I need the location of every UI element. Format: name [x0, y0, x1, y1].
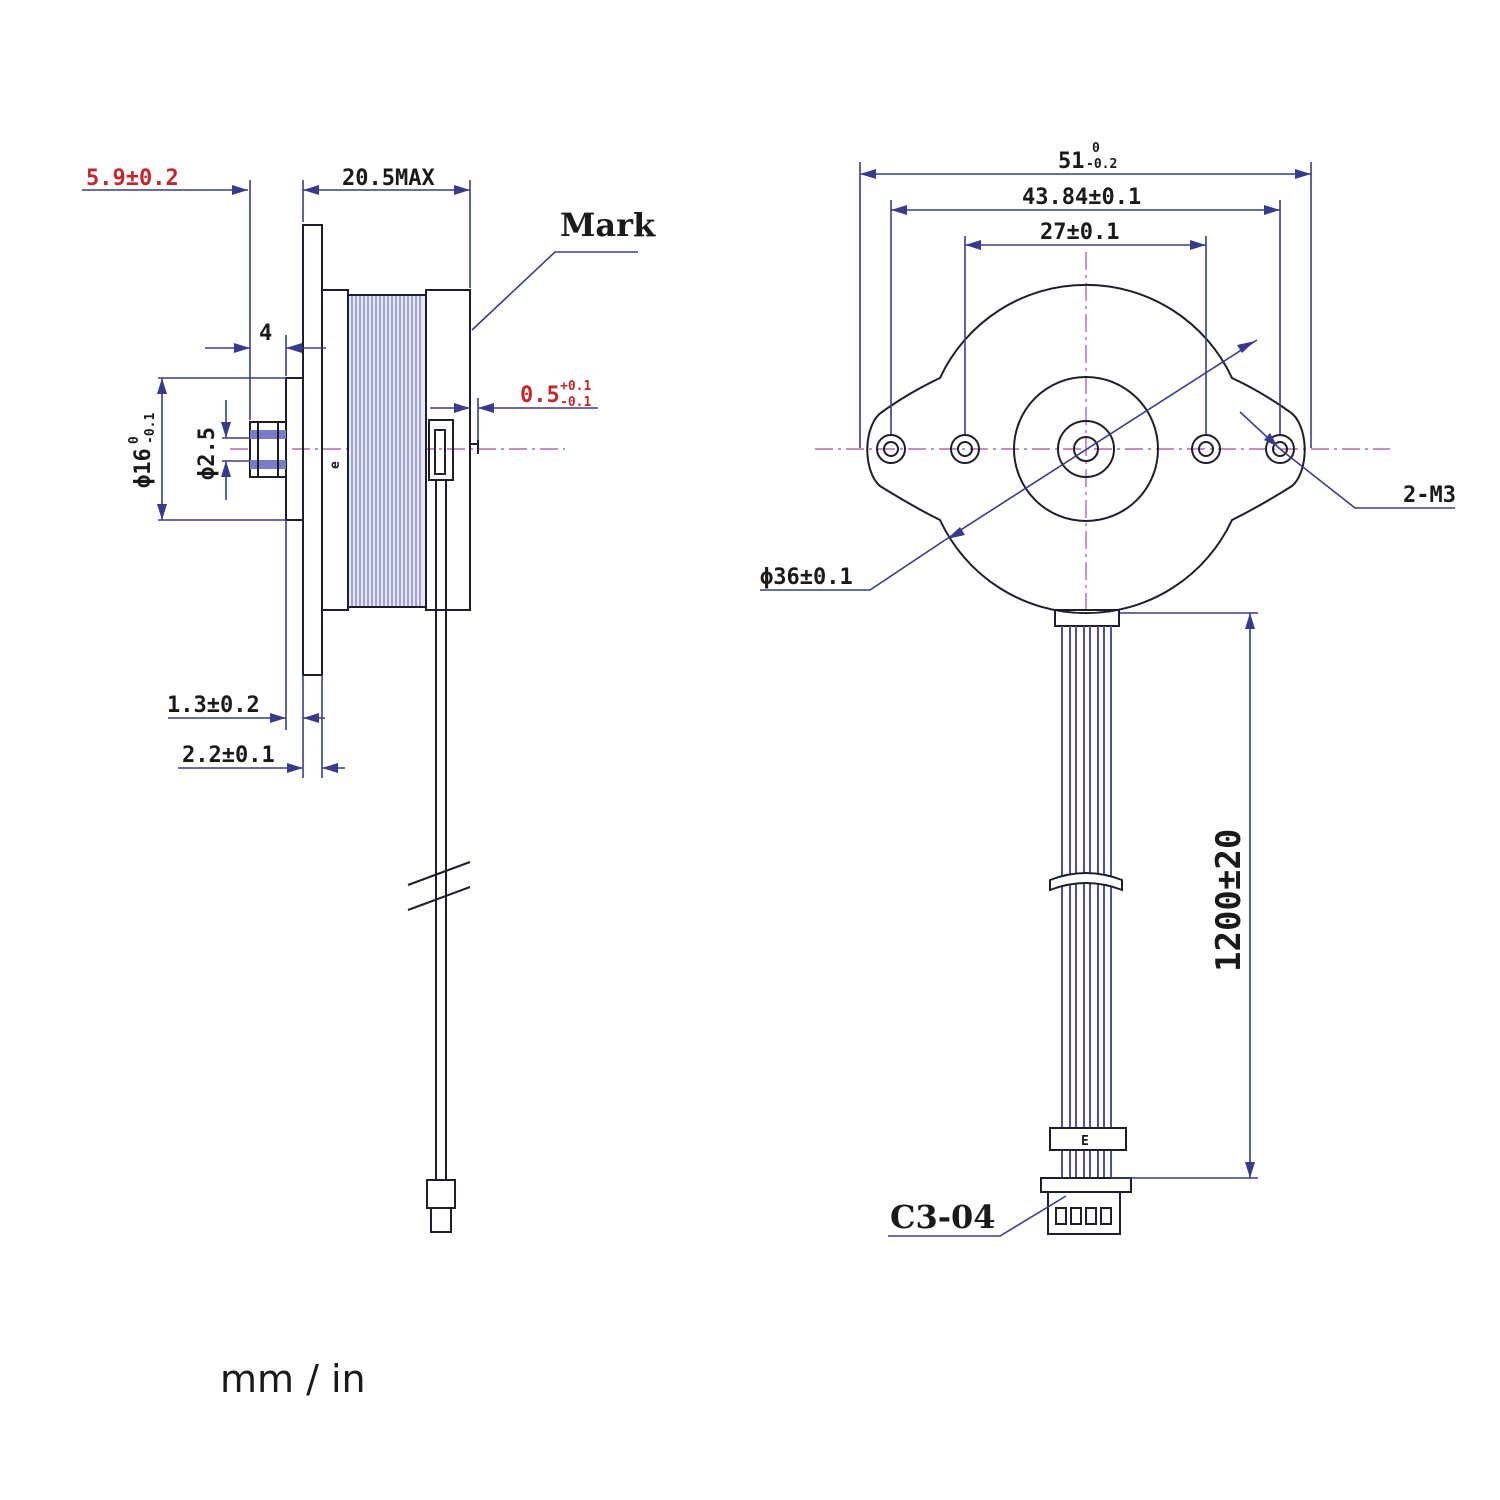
side-marker: e [328, 461, 343, 469]
side-end-connector [426, 1179, 456, 1209]
side-coil [347, 294, 427, 608]
dim-step: 4 [259, 321, 272, 346]
side-terminal [428, 419, 454, 481]
dim-inner-holes: 27±0.1 [1040, 220, 1119, 245]
connector-pins [1055, 1207, 1112, 1225]
dim-flange-thickness: 2.2±0.1 [182, 743, 275, 768]
sleeve-marker: E [1081, 1134, 1089, 1149]
front-shaft-boss [1057, 420, 1115, 478]
dim-body-dia: ϕ36±0.1 [760, 565, 853, 590]
dim-shaft-dia: ϕ2.5 [195, 427, 220, 480]
cable-break [1049, 872, 1123, 892]
inner-hole-right [1191, 434, 1221, 464]
side-body-front-cap [321, 289, 349, 611]
dim-pin-tol-upper: +0.1 [560, 379, 591, 394]
dim-body-length: 20.5MAX [342, 166, 435, 191]
dim-hub-dia-tol-lower: -0.1 [143, 413, 158, 444]
dim-overall-tol-upper: 0 [1092, 141, 1100, 156]
cable-bundle [1061, 626, 1112, 1178]
cable-exit [1054, 609, 1120, 627]
outer-hole-left [876, 434, 906, 464]
units-label: mm / in [220, 1357, 366, 1401]
connector-top [1040, 1177, 1132, 1193]
connector-body [1047, 1191, 1121, 1235]
front-body-outline [866, 283, 1306, 615]
mark-label: Mark [560, 206, 656, 244]
side-body-rear-cap [425, 289, 471, 611]
dim-pin-tol-lower: -0.1 [560, 395, 591, 410]
side-wire-break-2 [407, 886, 471, 911]
dim-hub-offset: 5.9±0.2 [86, 166, 179, 191]
front-view: 51 0 -0.2 43.84±0.1 27±0.1 ϕ36±0.1 2-M3 [760, 141, 1456, 1237]
dim-overall-tol-lower: -0.2 [1086, 157, 1117, 172]
front-hub [1013, 376, 1159, 522]
dim-thread: 2-M3 [1403, 483, 1456, 508]
front-shaft [1073, 436, 1099, 462]
dim-pin-main: 0.5 [520, 383, 560, 408]
outer-hole-right [1265, 434, 1295, 464]
cable-sleeve [1049, 1127, 1127, 1151]
side-flange [302, 224, 323, 676]
connector-label: C3-04 [890, 1198, 996, 1236]
dim-outer-holes: 43.84±0.1 [1022, 185, 1141, 210]
dim-flange-step: 1.3±0.2 [167, 693, 260, 718]
coil-windings [351, 296, 421, 606]
inner-hole-left [950, 434, 980, 464]
dim-hub-dia-tol-upper: 0 [127, 436, 142, 444]
dim-cable-length: 1200±20 [1209, 829, 1249, 972]
side-wire-break-1 [407, 861, 471, 886]
side-view: e 5.9±0.2 20.5MAX Mark 4 [82, 166, 656, 1233]
dim-hub-dia-main: ϕ16 [131, 448, 156, 488]
dim-overall-main: 51 [1058, 149, 1085, 174]
